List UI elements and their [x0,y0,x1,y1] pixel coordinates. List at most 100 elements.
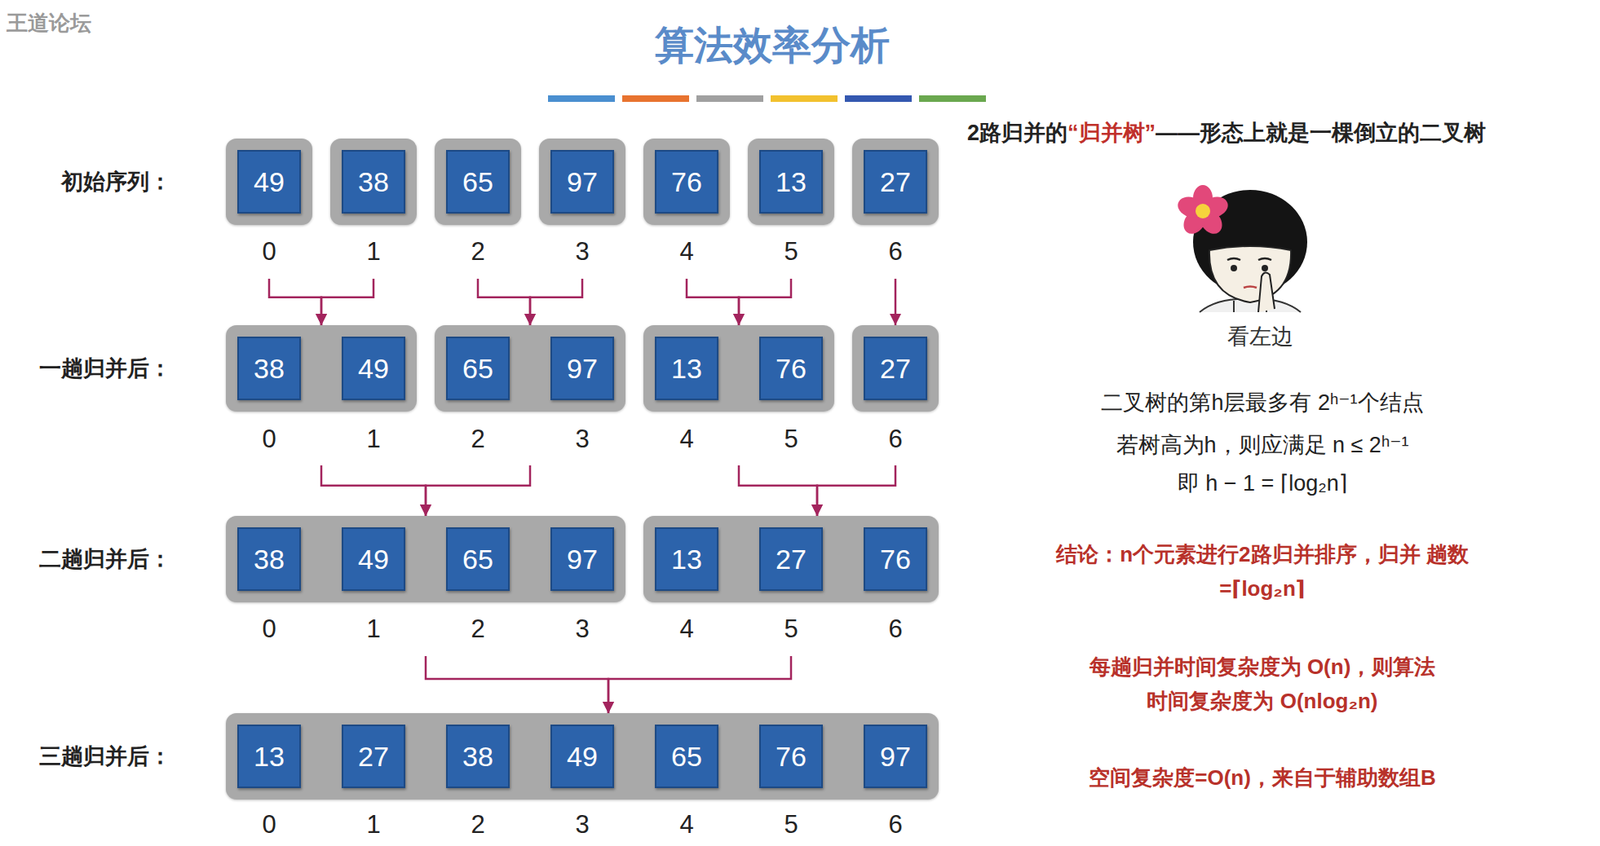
conclusion-note: 空间复杂度=O(n)，来自于辅助数组B [1088,764,1436,793]
array-index: 0 [261,237,276,267]
key-box: 27 [341,724,406,789]
row-label: 二趟归并后： [39,544,172,575]
merge-run: 38 [330,138,417,279]
key-value: 65 [462,166,494,199]
array-index: 0 [261,614,276,645]
key-value: 65 [462,353,494,385]
array-index: 2 [470,810,485,840]
key-box: 65 [446,150,510,214]
array-index: 6 [888,424,902,455]
key-value: 97 [879,741,911,774]
merge-run: 27 [852,325,939,466]
merge-run: 38 49 65 97 [225,516,626,657]
key-value: 49 [358,543,389,576]
key-value: 76 [879,543,911,576]
merge-run: 76 [643,138,730,279]
key-value: 97 [566,353,598,385]
merge-run: 65 97 [434,325,626,466]
array-index: 2 [470,424,485,455]
array-index: 2 [470,237,485,267]
array-index: 3 [574,424,589,455]
key-box: 97 [863,724,928,789]
key-box: 76 [759,336,823,401]
row-label: 三趟归并后： [39,742,172,772]
key-box: 49 [341,527,406,592]
array-index: 3 [574,237,589,267]
key-box: 38 [237,527,301,592]
key-value: 38 [358,166,389,199]
key-value: 38 [462,741,494,774]
array-index: 0 [261,810,276,840]
array-index: 1 [366,614,381,645]
key-value: 13 [253,741,285,774]
header-text: “归并树” [1067,118,1156,148]
key-box: 13 [654,527,719,592]
watermark: 王道论坛 [6,8,92,38]
merge-bracket [321,278,374,326]
array-index: 6 [888,237,902,267]
merge-bracket [738,278,792,326]
array-index: 4 [679,614,694,645]
array-index: 5 [783,614,798,645]
merge-run: 13 76 [643,325,835,466]
key-box: 65 [446,527,510,592]
key-box: 27 [863,336,928,401]
array-index: 4 [679,424,694,455]
merge-run: 65 [434,138,522,279]
array-index: 5 [783,810,798,840]
key-box: 76 [759,724,823,789]
key-box: 97 [550,150,615,214]
merge-run: 13 27 38 49 65 76 97 [225,713,939,846]
array-index: 0 [261,424,276,455]
key-box: 38 [446,724,510,789]
key-value: 49 [566,741,598,774]
key-box: 65 [654,724,719,789]
row-label: 一趟归并后： [39,353,172,384]
key-box: 13 [237,724,301,789]
merge-bracket [321,465,426,517]
key-value: 13 [671,353,703,385]
array-index: 3 [574,614,589,645]
merge-bracket [894,278,898,326]
header-text: ——形态上就是一棵倒立的二叉树 [1155,118,1486,148]
key-value: 13 [671,543,703,576]
conclusion-note: 结论：n个元素进行2路归并排序，归并 趟数=⌈log₂n⌉ [1042,538,1483,606]
key-value: 65 [462,543,494,576]
key-value: 27 [358,741,389,774]
key-box: 49 [550,724,615,789]
key-value: 38 [253,543,285,576]
math-note: 若树高为h，则应满足 n ≤ 2ʰ⁻¹ [1116,430,1410,460]
merge-bracket [530,278,583,326]
key-value: 76 [671,166,703,199]
key-box: 97 [550,336,615,401]
key-box: 27 [863,150,928,214]
array-index: 1 [366,424,381,455]
key-value: 49 [253,166,285,199]
merge-bracket [738,465,818,517]
merge-run: 38 49 [225,325,417,466]
key-box: 49 [341,336,406,401]
header-text: 2路归并的 [967,118,1068,148]
key-value: 27 [775,543,807,576]
merge-bracket [425,656,609,714]
header-line: 2路归并的“归并树”——形态上就是一棵倒立的二叉树 [967,118,1486,148]
key-box: 13 [654,336,719,401]
key-value: 97 [566,543,598,576]
array-index: 4 [679,237,694,267]
array-index: 4 [679,810,694,840]
math-note: 二叉树的第h层最多有 2ʰ⁻¹个结点 [1100,388,1424,418]
key-value: 38 [253,353,285,385]
cartoon-girl [1175,185,1308,313]
color-bar [548,95,986,102]
key-box: 65 [446,336,510,401]
merge-run: 97 [539,138,626,279]
key-value: 76 [775,353,807,385]
math-note: 即 h − 1 = ⌈log₂n⌉ [1177,468,1349,499]
array-index: 5 [783,424,798,455]
merge-bracket [477,278,531,326]
merge-bracket [817,465,896,517]
merge-bracket [608,656,792,714]
key-box: 76 [654,150,719,214]
key-box: 27 [759,527,823,592]
key-value: 27 [879,166,911,199]
